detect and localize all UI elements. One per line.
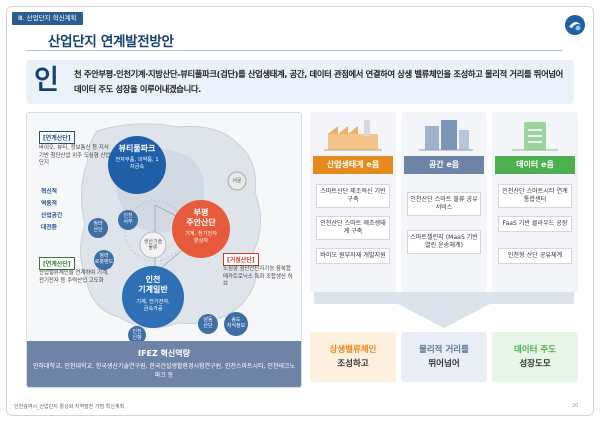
section-tag: Ⅲ. 산업단지 혁신계획 [12, 12, 83, 25]
tag-item: 역동적 [41, 201, 57, 207]
node-label: 청라 로봇랜드 [94, 253, 114, 265]
column-head: 공간 e음 [404, 156, 484, 174]
left-bottom-label-text: 산업밸류체인을 연계하여 기계, 전기전자 등 주력산업 고도화 [39, 270, 109, 284]
node-label: 인천 서부 [123, 213, 133, 225]
outcome-line2: 조성하고 [337, 359, 369, 369]
beauty-park-sub: 전자부품, 의약품, 1차금속 [115, 157, 159, 170]
column-item: 인천산단 스마트시티 연계통합센터 [498, 184, 572, 208]
outcome-box: 데이터 주도 성장도모 [492, 332, 578, 382]
server-icon [512, 122, 558, 151]
right-label-head: [거점산단] [223, 253, 259, 266]
column-industry: 산업생태계 e음 스마트산단 제조혁신 기반구축 인천산단 스마트 제조생태계 … [310, 112, 396, 292]
incheon-machinery-title: 인천 기계일반 [138, 275, 168, 294]
title-divider [26, 50, 562, 51]
node-label: 송도 지식정보 [226, 317, 246, 329]
bupyeong-title: 부평 주안산단 [186, 208, 216, 227]
column-item: FaaS 기반 클라우드 공장 [498, 216, 572, 232]
beauty-park-title: 뷰티풀파크 [118, 144, 156, 153]
page-title: 산업단지 연계발전방안 [48, 34, 174, 50]
ifez-box: IFEZ 혁신역량 인하대학교, 인천대학교, 한국생산기술연구원, 한국건설생… [27, 341, 301, 387]
tag-item: 대전환 [41, 225, 57, 231]
node-circle [118, 210, 138, 230]
outcome-line2: 성장도모 [519, 359, 551, 369]
outcome-line1: 물리적 거리를 [419, 345, 469, 355]
node-label: 남동 산단 [203, 317, 213, 329]
column-head: 산업생태계 e음 [313, 156, 393, 174]
column-item: 바이오 원부자재 개발지원 [316, 248, 390, 264]
column-item: 스마트챌린지 (MaaS 기반 열린 운송체계) [407, 230, 481, 254]
node-circle [224, 312, 248, 336]
column-item: 인천산단 스마트 물류 공유 서비스 [407, 192, 481, 216]
bupyeong-sub: 기계, 전기전자 판상자 [185, 231, 217, 244]
converge-arrow-icon [314, 292, 574, 328]
incheon-machinery-circle [122, 266, 184, 328]
ifez-title: IFEZ 혁신역량 [138, 349, 190, 358]
node-label: 인천 신항 [132, 329, 142, 341]
column-data: 데이터 e음 인천산단 스마트시티 연계통합센터 FaaS 기반 클라우드 공장… [492, 112, 578, 292]
factory-icon [324, 120, 382, 151]
column-head: 데이터 e음 [495, 156, 575, 174]
outcome-line2: 뛰어넘어 [428, 359, 460, 369]
left-top-label-text: 바이오, 뷰티, 정보통신 등 지식기반 첨단산업 위주 도심형 산업단지 [39, 145, 111, 166]
right-label-text: 도심형 첨단산단지기능 융복합 메카트로닉스 특화 조합생산 허브 [223, 266, 293, 287]
footer-text: 인천광역시_산업단지 활성화 지역발전 거점 혁신계획 [14, 404, 125, 410]
column-item: 스마트산단 제조혁신 기반구축 [316, 184, 390, 208]
tag-item: 산업공간 [41, 213, 63, 219]
node-circle [139, 231, 167, 259]
node-label: 생산기술 물류 [143, 239, 163, 251]
outcome-line1: 상생밸류체인 [329, 345, 377, 355]
outcome-box: 물리적 거리를 뛰어넘어 [401, 332, 487, 382]
incheon-logo-icon [565, 15, 585, 35]
node-circle [227, 171, 247, 191]
tag-item: 혁신적 [41, 189, 57, 195]
node-circle [198, 314, 218, 334]
map-panel: [연계산단] 바이오, 뷰티, 정보통신 등 지식기반 첨단산업 위주 도심형 … [26, 112, 302, 388]
intro-initial: 인 [34, 65, 59, 96]
intro-banner: 인 천 주안부평-인천기계·지방산단-뷰티풀파크(검단)를 산업생태계, 공간,… [26, 60, 574, 104]
column-space: 공간 e음 인천산단 스마트 물류 공유 서비스 스마트챌린지 (MaaS 기반… [401, 112, 487, 292]
node-label: 청라 산단 [93, 221, 103, 233]
incheon-machinery-sub: 기계, 전기전자, 금속가공 [136, 299, 170, 312]
outcome-box: 상생밸류체인 조성하고 [310, 332, 396, 382]
column-item: 인천형 산단 공유체계 [498, 248, 572, 264]
left-bottom-label-head: [연계산단] [39, 257, 75, 270]
column-item: 인천산단 스마트 제조생태계 구축 [316, 216, 390, 240]
buildings-icon [419, 120, 473, 151]
node-circle [128, 326, 146, 344]
outcome-line1: 데이터 주도 [513, 345, 557, 355]
node-label: 서운 [232, 178, 242, 184]
ifez-body: 인하대학교, 인천대학교, 한국생산기술연구원, 한국건설생활환경시험연구원, … [33, 363, 295, 379]
page-number: 20 [572, 403, 579, 409]
intro-text: 천 주안부평-인천기계·지방산단-뷰티풀파크(검단)를 산업생태계, 공간, 데… [74, 69, 563, 94]
left-top-label-head: [연계산단] [39, 131, 75, 144]
bupyeong-circle [172, 200, 230, 258]
node-circle [94, 250, 114, 270]
node-circle [88, 218, 108, 238]
beauty-park-circle [108, 136, 166, 194]
strategy-tags: 혁신적 역동적 산업공간 대전환 [41, 186, 77, 234]
